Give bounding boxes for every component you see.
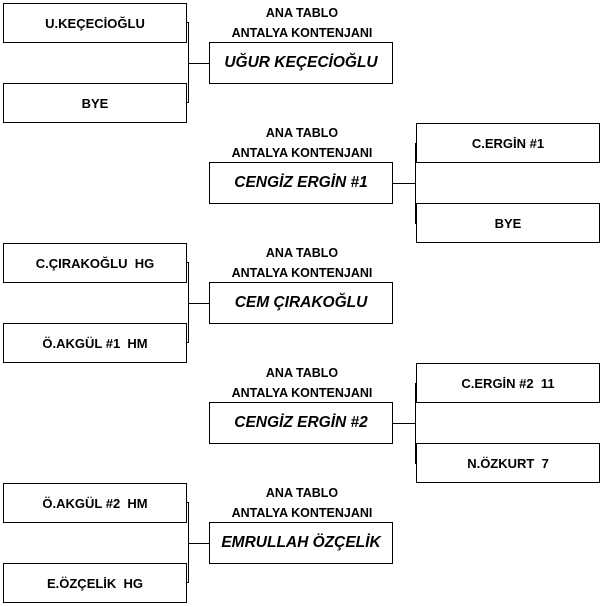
- player-box: E.ÖZÇELİK HG: [3, 563, 187, 603]
- player-box: N.ÖZKURT 7: [416, 443, 600, 483]
- header-line: ANTALYA KONTENJANI: [231, 386, 373, 400]
- winner-box: CEM ÇIRAKOĞLU: [209, 282, 393, 324]
- winner-box: CENGİZ ERGİN #2: [209, 402, 393, 444]
- connector-line: [188, 262, 189, 343]
- connector-line: [188, 543, 210, 544]
- player-box: Ö.AKGÜL #2 HM: [3, 483, 187, 523]
- player-box: BYE: [3, 83, 187, 123]
- winner-box: CENGİZ ERGİN #1: [209, 162, 393, 204]
- player-box: C.ERGİN #1: [416, 123, 600, 163]
- connector-line: [186, 582, 189, 583]
- header-line: ANA TABLO: [265, 486, 339, 500]
- player-box: U.KEÇECİOĞLU: [3, 3, 187, 43]
- connector-line: [393, 423, 416, 424]
- header-line: ANTALYA KONTENJANI: [231, 26, 373, 40]
- player-box: BYE: [416, 203, 600, 243]
- connector-line: [415, 383, 416, 464]
- connector-line: [186, 102, 189, 103]
- match-header: ANA TABLO ANTALYA KONTENJANI: [182, 243, 422, 283]
- player-box: C.ÇIRAKOĞLU HG: [3, 243, 187, 283]
- header-line: ANTALYA KONTENJANI: [231, 506, 373, 520]
- connector-line: [186, 262, 189, 263]
- connector-line: [188, 63, 210, 64]
- header-line: ANTALYA KONTENJANI: [231, 266, 373, 280]
- connector-line: [186, 22, 189, 23]
- header-line: ANA TABLO: [265, 246, 339, 260]
- match-header: ANA TABLO ANTALYA KONTENJANI: [182, 363, 422, 403]
- connector-line: [188, 502, 189, 583]
- match-header: ANA TABLO ANTALYA KONTENJANI: [182, 3, 422, 43]
- header-line: ANTALYA KONTENJANI: [231, 146, 373, 160]
- connector-line: [188, 303, 210, 304]
- header-line: ANA TABLO: [265, 366, 339, 380]
- winner-box: EMRULLAH ÖZÇELİK: [209, 522, 393, 564]
- connector-line: [186, 342, 189, 343]
- connector-line: [186, 502, 189, 503]
- connector-line: [393, 183, 416, 184]
- player-box: C.ERGİN #2 11: [416, 363, 600, 403]
- header-line: ANA TABLO: [265, 6, 339, 20]
- match-header: ANA TABLO ANTALYA KONTENJANI: [182, 483, 422, 523]
- header-line: ANA TABLO: [265, 126, 339, 140]
- connector-line: [188, 22, 189, 103]
- winner-box: UĞUR KEÇECİOĞLU: [209, 42, 393, 84]
- match-header: ANA TABLO ANTALYA KONTENJANI: [182, 123, 422, 163]
- connector-line: [415, 143, 416, 224]
- player-box: Ö.AKGÜL #1 HM: [3, 323, 187, 363]
